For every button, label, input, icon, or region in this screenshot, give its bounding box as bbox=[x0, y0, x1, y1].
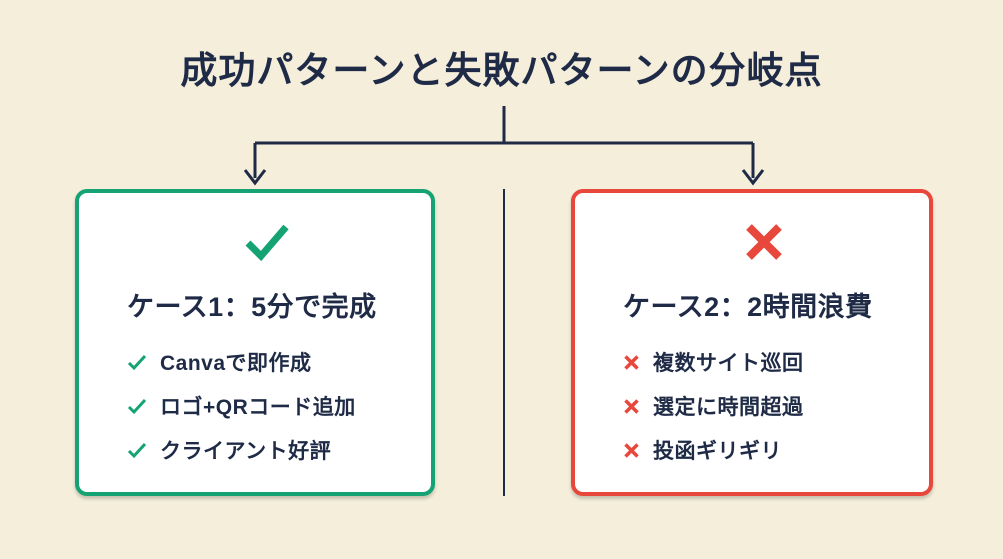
success-item-list: Canvaで即作成 ロゴ+QRコード追加 bbox=[127, 347, 407, 465]
list-item-label: クライアント好評 bbox=[160, 440, 332, 463]
success-card-heading: ケース1：5分で完成 bbox=[127, 292, 377, 322]
arrow-down-icon bbox=[741, 169, 765, 186]
result-mark-row bbox=[623, 221, 905, 263]
check-icon bbox=[127, 354, 147, 371]
list-item: Canvaで即作成 bbox=[127, 347, 407, 377]
x-icon bbox=[623, 398, 640, 415]
list-item: クライアント好評 bbox=[127, 435, 407, 465]
x-icon bbox=[623, 442, 640, 459]
list-item-label: Canvaで即作成 bbox=[160, 352, 312, 375]
arrow-down-icon bbox=[243, 169, 267, 186]
failure-card-heading: ケース2：2時間浪費 bbox=[623, 292, 873, 322]
list-item: 選定に時間超過 bbox=[623, 391, 905, 421]
list-item: 投函ギリギリ bbox=[623, 435, 905, 465]
list-item: 複数サイト巡回 bbox=[623, 347, 905, 377]
center-divider bbox=[503, 189, 505, 496]
check-icon bbox=[127, 442, 147, 459]
failure-item-list: 複数サイト巡回 選定に時間超過 投函 bbox=[623, 347, 905, 465]
check-icon bbox=[243, 222, 291, 262]
success-case-card: ケース1：5分で完成 Canvaで即作成 bbox=[75, 189, 435, 496]
list-item-label: 投函ギリギリ bbox=[653, 440, 782, 463]
list-item-label: 選定に時間超過 bbox=[653, 396, 804, 419]
failure-case-card: ケース2：2時間浪費 複数サイト巡回 選 bbox=[571, 189, 933, 496]
result-mark-row bbox=[127, 221, 407, 263]
check-icon bbox=[127, 398, 147, 415]
page-title: 成功パターンと失敗パターンの分岐点 bbox=[180, 50, 823, 91]
x-icon bbox=[623, 354, 640, 371]
x-icon bbox=[743, 221, 785, 263]
list-item-label: 複数サイト巡回 bbox=[653, 352, 804, 375]
list-item: ロゴ+QRコード追加 bbox=[127, 391, 407, 421]
list-item-label: ロゴ+QRコード追加 bbox=[160, 396, 356, 419]
